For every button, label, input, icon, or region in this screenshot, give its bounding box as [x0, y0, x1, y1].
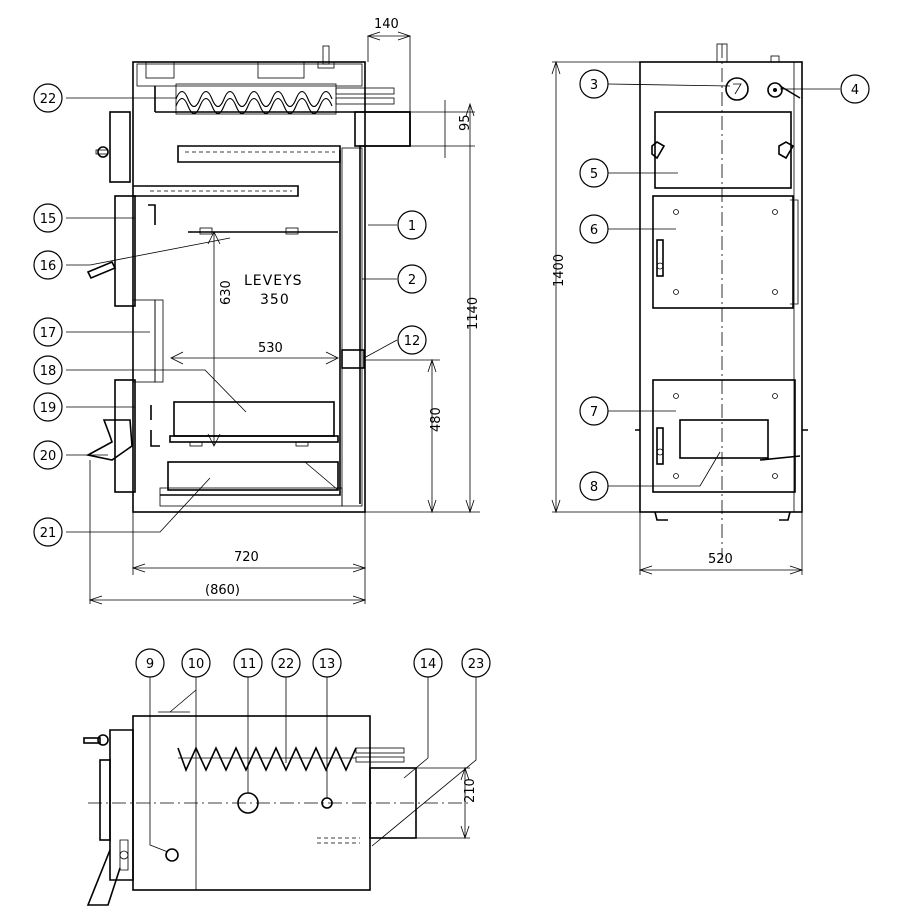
- sensor-socket: [341, 349, 365, 369]
- model-number: 350: [260, 292, 290, 308]
- upper-door: [114, 195, 136, 307]
- callout-23: 23: [468, 657, 485, 672]
- valve-knob: [767, 82, 783, 98]
- callout-14: 14: [420, 657, 437, 672]
- callout-4: 4: [851, 83, 859, 98]
- loading-door: [652, 195, 794, 309]
- coil-heat-exchanger: [175, 83, 395, 115]
- callout-15: 15: [40, 212, 57, 227]
- upper-handle: [86, 260, 117, 280]
- right-insulation: [341, 147, 363, 507]
- front-view-callouts: 3 4 5 6 7 8: [579, 69, 870, 501]
- dim-210: 210: [463, 778, 478, 803]
- callout-11: 11: [240, 657, 257, 672]
- model-label: LEVEYS: [244, 273, 303, 289]
- callout-9: 9: [146, 657, 154, 672]
- lower-handle: [85, 419, 133, 461]
- dim-630: 630: [219, 280, 234, 305]
- ash-door: [652, 379, 796, 493]
- callout-5: 5: [590, 167, 598, 182]
- top-view: 210: [83, 677, 478, 906]
- air-damper: [679, 419, 769, 459]
- top-cleaning-door: [654, 111, 792, 189]
- callout-7: 7: [590, 405, 598, 420]
- dim-95: 95: [458, 114, 473, 131]
- callout-19: 19: [40, 401, 57, 416]
- top-insulation: [136, 63, 363, 87]
- front-casing: [639, 61, 803, 513]
- outer-casing: [132, 61, 366, 513]
- dim-860: (860): [205, 583, 240, 598]
- callout-22: 22: [40, 92, 57, 107]
- callout-1: 1: [408, 219, 416, 234]
- ash-pan: [167, 461, 339, 491]
- side-view-callouts: 22 15 16 17 18 19 20 21 1 2 12: [33, 83, 427, 547]
- callout-21: 21: [40, 526, 57, 541]
- drain-valve: [165, 848, 179, 862]
- top-door-insulation: [109, 111, 131, 183]
- dim-1400: 1400: [552, 254, 567, 287]
- dim-1140: 1140: [466, 297, 481, 330]
- callout-17: 17: [40, 326, 57, 341]
- callout-3: 3: [590, 78, 598, 93]
- bottom-insulation: [159, 487, 343, 507]
- dim-480: 480: [429, 407, 444, 432]
- callout-10: 10: [188, 657, 205, 672]
- callout-2: 2: [408, 273, 416, 288]
- coil-top-view: [177, 746, 357, 773]
- side-section-view: 630 530 LEVEYS 350 140 95 1140 480 720 (…: [66, 17, 481, 605]
- callout-12: 12: [404, 334, 421, 349]
- flue-outlet: [354, 111, 411, 147]
- thermometer-gauge: [725, 77, 749, 101]
- callout-22b: 22: [278, 657, 295, 672]
- front-view: 1400 520: [551, 43, 840, 575]
- firebox-tray: [173, 401, 335, 437]
- dim-530: 530: [258, 341, 283, 356]
- callout-6: 6: [590, 223, 598, 238]
- callout-16: 16: [40, 259, 57, 274]
- callout-8: 8: [590, 480, 598, 495]
- callout-18: 18: [40, 364, 57, 379]
- callout-20: 20: [40, 449, 57, 464]
- callout-13: 13: [319, 657, 336, 672]
- top-view-callouts: 9 10 11 22 13 14 23: [135, 648, 491, 678]
- dim-140: 140: [374, 17, 399, 32]
- dim-520: 520: [708, 552, 733, 567]
- dim-720: 720: [234, 550, 259, 565]
- lower-door: [114, 379, 136, 493]
